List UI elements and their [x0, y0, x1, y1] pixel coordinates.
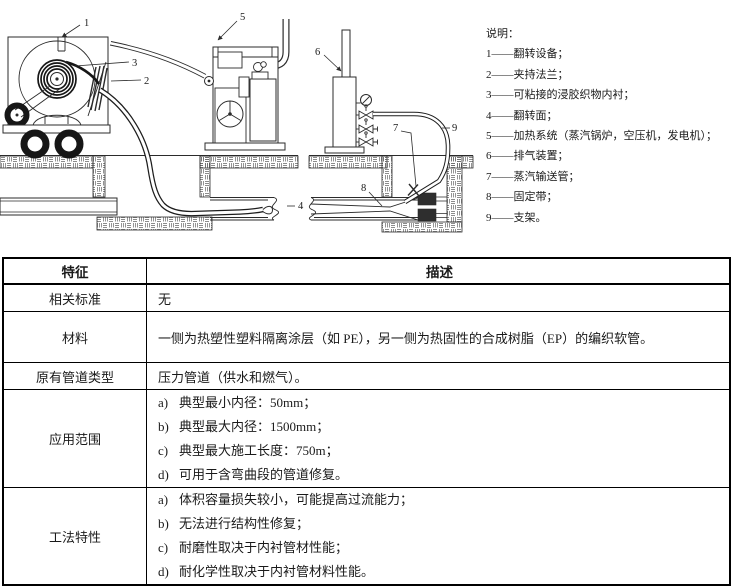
table-row: 应用范围 a) 典型最小内径：50mm； b) 典型最大内径：1500mm； c) 典…: [4, 390, 729, 488]
diagram-label-3: 3: [132, 58, 137, 69]
trailer-wheel: [54, 129, 84, 159]
list-text: 无法进行结构性修复；: [179, 516, 310, 531]
diagram-label-5: 5: [240, 12, 245, 23]
legend-title: 说明：: [486, 28, 519, 40]
list-item: a) 体积容量损失较小，可能提高过流能力；: [158, 488, 721, 512]
leader-lines: [61, 20, 450, 207]
description-text: 无: [158, 291, 172, 307]
diagram-label-1: 1: [84, 18, 89, 29]
legend-item: 6——排气装置；: [486, 150, 569, 163]
list-item: c) 典型最大施工长度：750m；: [158, 439, 721, 463]
list-marker: a): [158, 394, 169, 410]
row-feature: 材料: [4, 312, 147, 362]
row-description: 一侧为热塑性塑料隔离涂层（如 PE），另一侧为热固性的合成树脂（EP）的编织软管…: [147, 312, 729, 362]
list-text: 典型最小内径：50mm；: [179, 394, 317, 410]
list-marker: d): [158, 466, 169, 482]
description-text: 压力管道（供水和燃气）。: [158, 369, 308, 385]
legend-item: 4——翻转面；: [486, 109, 558, 122]
diagram-label-2: 2: [144, 76, 149, 87]
table-row: 相关标准 无: [4, 285, 729, 312]
legend-item: 3——可粘接的浸胶织物内衬；: [486, 89, 635, 102]
trailer-wheel: [20, 129, 50, 159]
diagram-label-6: 6: [315, 47, 320, 58]
diagram-label-9: 9: [452, 123, 457, 134]
host-pipe-being-lined: [210, 197, 279, 221]
list-text: 耐磨性取决于内衬管材性能；: [179, 540, 349, 555]
compressor-fan-icon: [216, 100, 244, 128]
table-row: 工法特性 a) 体积容量损失较小，可能提高过流能力； b) 无法进行结构性修复； c…: [4, 488, 729, 584]
list-marker: b): [158, 516, 169, 531]
legend-item: 9——支架。: [486, 211, 547, 224]
table-row: 材料 一侧为热塑性塑料隔离涂层（如 PE），另一侧为热固性的合成树脂（EP）的编…: [4, 312, 729, 363]
legend-item: 7——蒸汽输送管；: [486, 170, 580, 183]
legend-item: 1——翻转设备；: [486, 48, 569, 61]
list-marker: c): [158, 540, 169, 555]
legend-item: 2——夹持法兰；: [486, 68, 569, 81]
end-packer: [417, 192, 447, 222]
steam-delivery-hose: [373, 111, 451, 204]
list-marker: c): [158, 442, 169, 458]
list-text: 典型最大施工长度：750m；: [179, 442, 339, 458]
inversion-face: [261, 205, 274, 215]
valve-icon: [356, 104, 374, 120]
guide-duct: [109, 41, 207, 79]
inversion-unit-trailer: [2, 36, 111, 159]
process-diagram: 1 2 3 4 5 6 7 8 9: [0, 12, 474, 233]
legend-item: 8——固定带；: [486, 191, 558, 204]
header-description: 描述: [426, 265, 453, 280]
list-item: d) 耐化学性取决于内衬管材料性能。: [158, 560, 721, 584]
row-description: a) 体积容量损失较小，可能提高过流能力； b) 无法进行结构性修复； c) 耐磨性取…: [147, 488, 729, 584]
list-marker: a): [158, 492, 169, 507]
fabric-liner: [65, 60, 101, 85]
list-item: a) 典型最小内径：50mm；: [158, 391, 721, 415]
heating-unit: [204, 19, 290, 151]
row-description: a) 典型最小内径：50mm； b) 典型最大内径：1500mm； c) 典型最大施工…: [147, 390, 729, 487]
host-pipe-left: [0, 197, 118, 216]
valve-icon: [356, 118, 378, 134]
list-item: b) 无法进行结构性修复；: [158, 512, 721, 536]
list-marker: b): [158, 418, 169, 434]
hose-valve-cross-icon: [407, 183, 420, 197]
row-feature: 原有管道类型: [4, 363, 147, 389]
row-description: 无: [147, 285, 729, 311]
diagram-label-8: 8: [361, 183, 366, 194]
row-feature: 应用范围: [4, 390, 147, 487]
list-text: 体积容量损失较小，可能提高过流能力；: [179, 492, 414, 507]
description-text: 一侧为热塑性塑料隔离涂层（如 PE），另一侧为热固性的合成树脂（EP）的编织软管…: [158, 330, 654, 346]
list-item: b) 典型最大内径：1500mm；: [158, 415, 721, 439]
valve-icon: [356, 131, 378, 147]
legend: 说明： 1——翻转设备； 2——夹持法兰； 3——可粘接的浸胶织物内衬； 4——…: [486, 24, 734, 228]
inverted-liner-hose: [98, 87, 274, 217]
diagram-label-4: 4: [298, 201, 304, 212]
list-item: d) 可用于含弯曲段的管道修复。: [158, 463, 721, 487]
launch-pit: [92, 155, 213, 231]
header-feature: 特征: [4, 259, 147, 283]
steam-boiler: [249, 78, 277, 142]
row-feature: 相关标准: [4, 285, 147, 311]
list-text: 耐化学性取决于内衬管材料性能。: [179, 564, 375, 579]
list-item: c) 耐磨性取决于内衬管材性能；: [158, 536, 721, 560]
vent-pipe: [341, 29, 351, 78]
host-pipe-right: [308, 197, 419, 221]
legend-item: 5——加热系统（蒸汽锅炉，空压机，发电机）；: [486, 130, 717, 143]
diagram-label-7: 7: [393, 123, 398, 134]
list-marker: d): [158, 564, 169, 579]
exhaust-unit: [324, 29, 378, 154]
liner-coil: [37, 59, 77, 99]
clamp-flange: [87, 61, 108, 117]
row-description: 压力管道（供水和燃气）。: [147, 363, 729, 389]
row-feature: 工法特性: [4, 488, 147, 584]
table-row: 原有管道类型 压力管道（供水和燃气）。: [4, 363, 729, 390]
list-text: 典型最大内径：1500mm；: [179, 418, 330, 434]
feature-table: 特征 描述 相关标准 无 材料 一侧为热塑性塑料隔离涂层（如 PE），另一侧为热…: [2, 257, 731, 586]
list-text: 可用于含弯曲段的管道修复。: [179, 466, 349, 482]
table-header-row: 特征 描述: [4, 259, 729, 285]
